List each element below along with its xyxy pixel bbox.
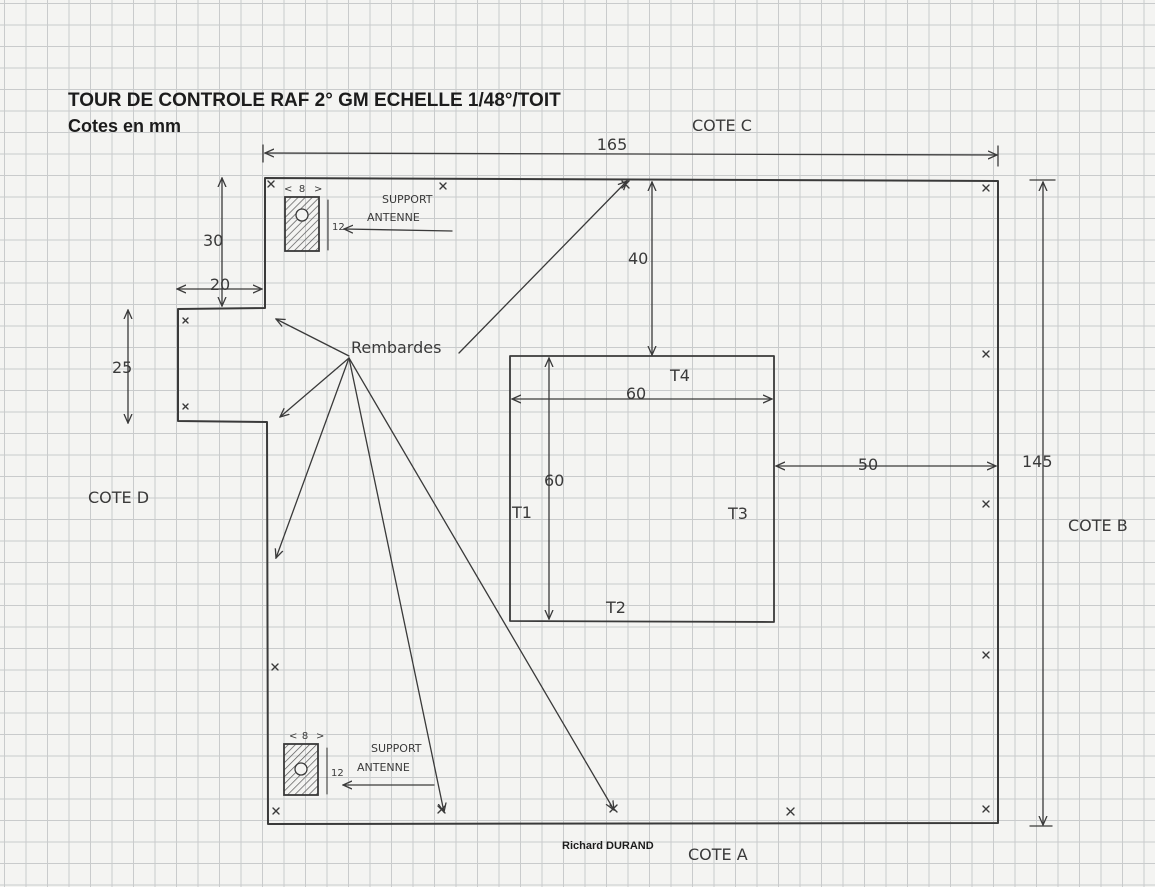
hatch-outline <box>509 355 775 623</box>
x-mark <box>982 500 990 508</box>
x-mark <box>982 651 990 659</box>
perimeter-marks <box>182 180 990 816</box>
antenna-label-2: ANTENNE <box>367 211 420 224</box>
hatch-side-labels: T4 T1 T3 T2 <box>511 366 748 617</box>
x-mark <box>982 805 990 813</box>
label-cote-a: COTE A <box>688 845 748 864</box>
antenna-hole <box>295 208 309 222</box>
svg-text:>: > <box>316 731 324 742</box>
x-mark <box>267 180 275 188</box>
label-t4: T4 <box>669 366 690 385</box>
side-labels: COTE C COTE D COTE B COTE A <box>88 116 1128 864</box>
value-notch-depth: 20 <box>210 275 230 294</box>
dim-width-165 <box>265 153 997 155</box>
x-mark <box>182 317 189 324</box>
antenna-width: 8 <box>302 731 308 742</box>
label-cote-c: COTE C <box>692 116 752 135</box>
value-notch-height: 25 <box>112 358 132 377</box>
antenna-support-top: < 8 > 12 SUPPORT ANTENNE <box>284 184 453 252</box>
label-cote-d: COTE D <box>88 488 149 507</box>
value-notch-offset: 30 <box>203 231 223 250</box>
value-hatch-right: 50 <box>858 455 878 474</box>
label-t1: T1 <box>511 503 532 522</box>
dimension-lines <box>128 144 1056 827</box>
drawing-title: TOUR DE CONTROLE RAF 2° GM ECHELLE 1/48°… <box>68 90 561 111</box>
antenna-height: 12 <box>332 222 345 233</box>
x-mark <box>786 807 795 816</box>
value-height: 145 <box>1022 452 1053 471</box>
label-t3: T3 <box>727 504 748 523</box>
antenna-hole <box>294 762 308 776</box>
x-mark <box>982 350 990 358</box>
antenna-label-2: ANTENNE <box>357 761 410 774</box>
svg-text:<: < <box>289 731 297 742</box>
x-mark <box>272 807 280 815</box>
value-hatch-width: 60 <box>626 384 646 403</box>
label-t2: T2 <box>605 598 626 617</box>
x-mark <box>182 403 189 410</box>
railings-label: Rembardes <box>351 338 441 357</box>
author-credit: Richard DURAND <box>562 840 654 852</box>
x-mark <box>271 663 279 671</box>
antenna-block <box>284 196 320 252</box>
antenna-label-1: SUPPORT <box>371 742 422 755</box>
x-mark <box>982 184 990 192</box>
antenna-height: 12 <box>331 768 344 779</box>
svg-text:<: < <box>284 184 292 195</box>
value-width: 165 <box>597 135 628 154</box>
roof-outline <box>177 177 999 825</box>
value-hatch-height: 60 <box>544 471 564 490</box>
label-cote-b: COTE B <box>1068 516 1128 535</box>
drawing-subtitle: Cotes en mm <box>68 116 182 136</box>
antenna-support-bottom: < 8 > 12 SUPPORT ANTENNE <box>283 731 435 796</box>
x-mark <box>439 182 447 190</box>
antenna-width: 8 <box>299 184 305 195</box>
antenna-label-1: SUPPORT <box>382 193 433 206</box>
value-hatch-top: 40 <box>628 249 648 268</box>
dimension-values: 165 145 30 20 25 40 60 60 50 <box>112 135 1053 490</box>
svg-text:>: > <box>314 184 322 195</box>
railings-callout: Rembardes <box>276 181 627 812</box>
